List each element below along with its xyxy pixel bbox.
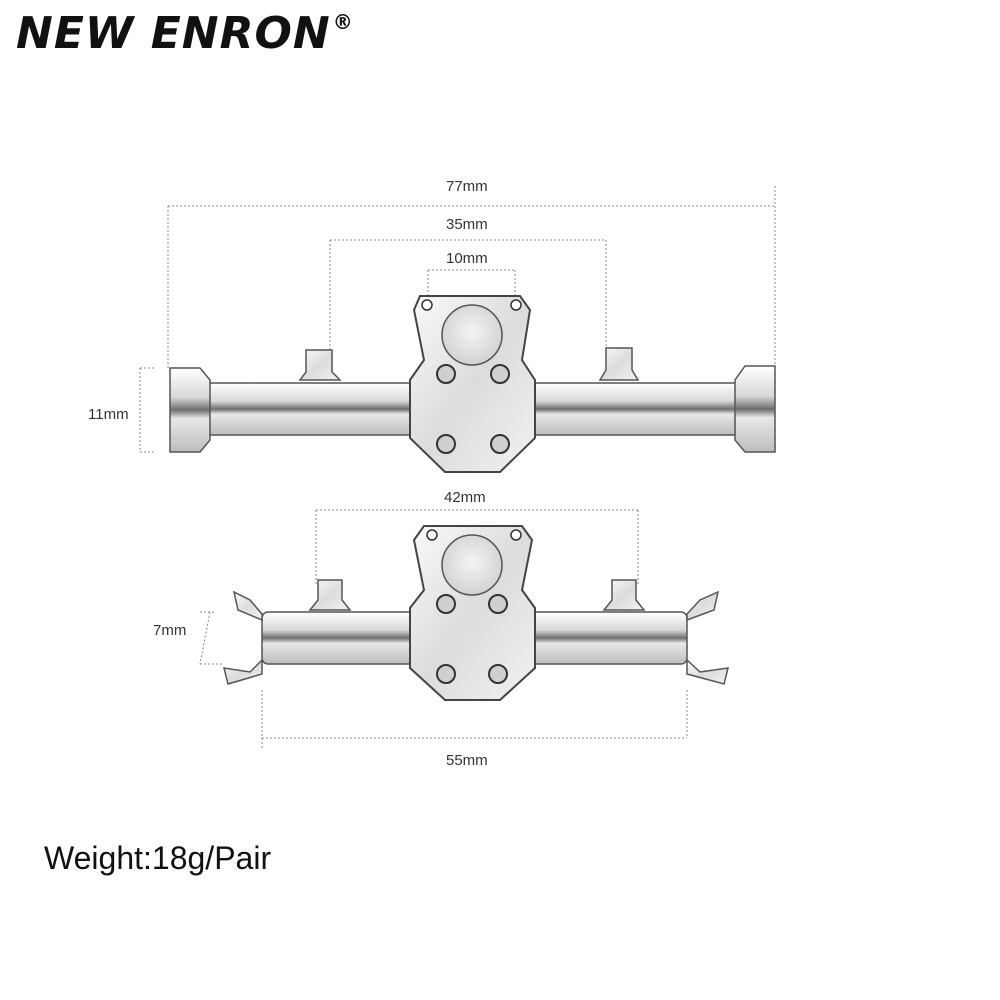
rear-axle	[222, 525, 729, 701]
front-axle	[169, 295, 776, 473]
front-inner-span-label: 35mm	[446, 216, 488, 233]
rear-dimension-lines	[199, 509, 688, 750]
weight-label: Weight:18g/Pair	[44, 840, 272, 876]
front-center-width-label: 10mm	[446, 250, 488, 267]
front-tube-height-label: 11mm	[88, 406, 129, 423]
brand-logo: NEW ENRON®	[16, 8, 354, 59]
front-dimension-lines	[139, 186, 776, 453]
rear-overall-length-label: 55mm	[446, 752, 488, 769]
front-overall-length-label: 77mm	[446, 178, 488, 195]
rear-fork-opening-label: 7mm	[153, 622, 187, 639]
registered-mark: ®	[332, 10, 354, 34]
rear-mount-span-label: 42mm	[444, 489, 486, 506]
brand-name: NEW ENRON	[16, 8, 331, 59]
